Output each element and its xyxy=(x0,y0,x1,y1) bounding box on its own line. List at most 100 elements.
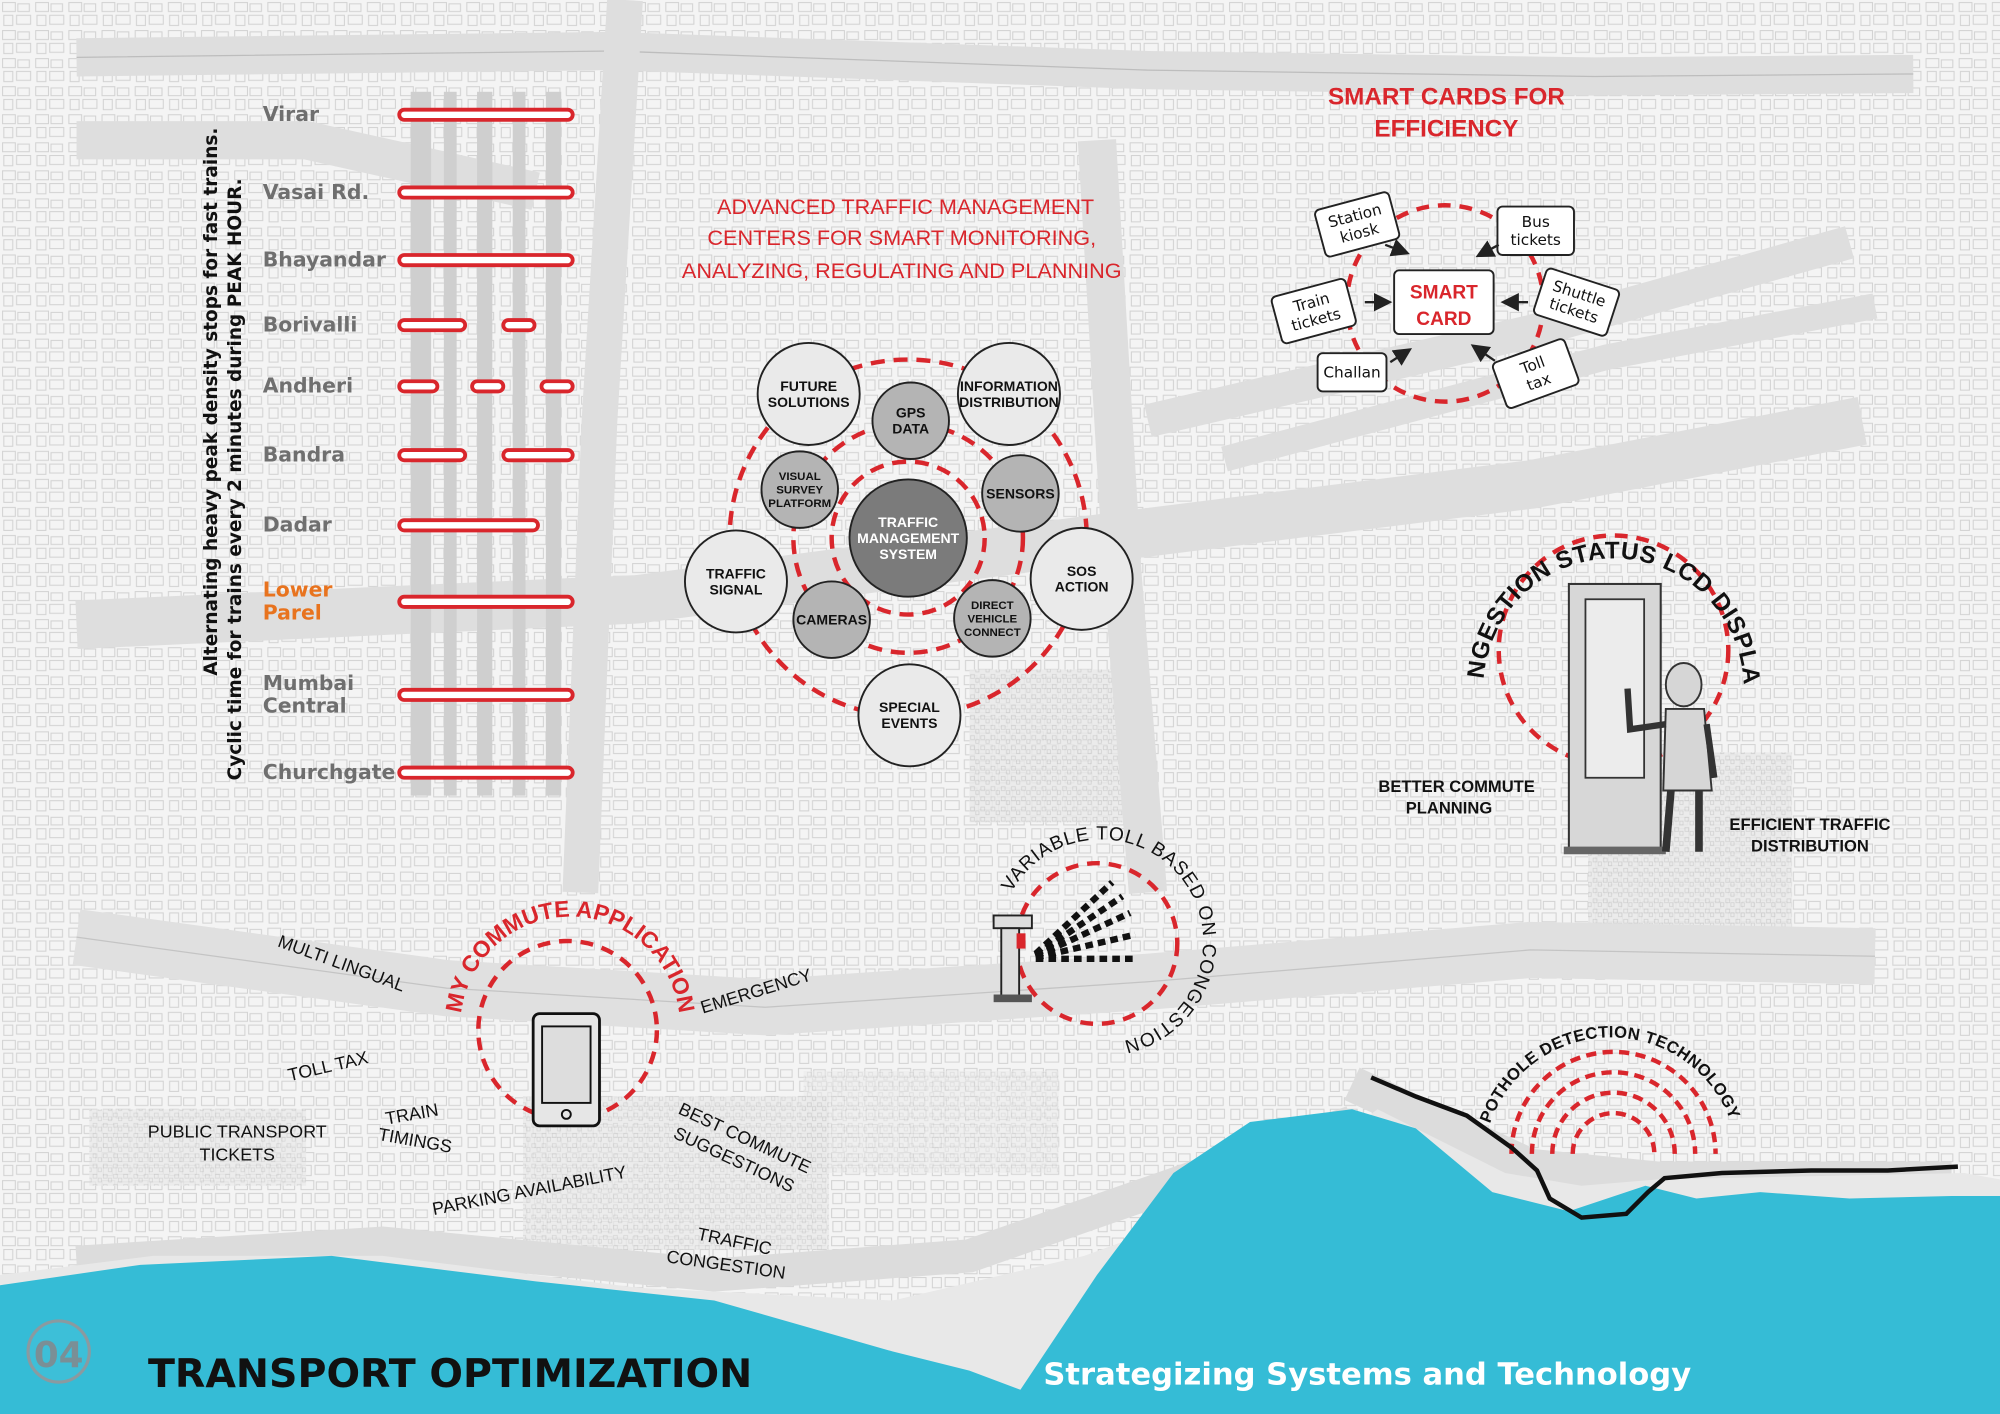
arrow-to-smart-card xyxy=(1470,344,1496,363)
atm-inner-node-visual-survey-platform-circle xyxy=(760,450,839,529)
smart-card-item-box xyxy=(1314,191,1401,258)
station-name-bhayandar: Bhayandar xyxy=(263,247,386,271)
page-number-badge xyxy=(26,1319,91,1384)
atm-inner-node-visual-survey-platform-label-3: PLATFORM xyxy=(768,498,831,510)
footer: 04 TRANSPORT OPTIMIZATION Strategizing S… xyxy=(26,1319,1691,1397)
stop-bar xyxy=(397,107,575,122)
stop-bar xyxy=(397,253,575,268)
station-row-borivalli: Borivalli xyxy=(263,313,537,337)
lcd-display-icon xyxy=(1563,582,1666,855)
station-name-vasai-rd: Vasai Rd. xyxy=(263,180,369,204)
atm-inner-node-sensors: SENSORS xyxy=(981,454,1060,533)
detection-waves xyxy=(1509,1049,1718,1154)
atm-outer-node-sos-action-label-2: ACTION xyxy=(1055,579,1109,595)
station-name-bandra: Bandra xyxy=(263,443,345,467)
person-icon xyxy=(1624,662,1718,853)
page-subtitle: Strategizing Systems and Technology xyxy=(1043,1358,1691,1393)
stop-bar xyxy=(397,448,468,463)
station-name-mumbai-central-line-1: Mumbai xyxy=(263,671,354,695)
smart-card-item-box xyxy=(1491,338,1580,409)
smart-card-item-label: Challan xyxy=(1323,363,1380,381)
station-row-churchgate: Churchgate xyxy=(263,760,575,784)
station-row-dadar: Dadar xyxy=(263,513,540,537)
smart-cards-title-line-2: EFFICIENCY xyxy=(1374,115,1518,142)
smart-card-center-line-2: CARD xyxy=(1416,309,1471,330)
station-row-vasai-rd: Vasai Rd. xyxy=(263,180,575,204)
station-name-churchgate: Churchgate xyxy=(263,760,396,784)
atm-inner-node-direct-vehicle-connect-label-3: CONNECT xyxy=(964,627,1021,639)
phone-icon xyxy=(531,1012,601,1128)
station-row-bandra: Bandra xyxy=(263,443,575,467)
atm-center-node-label-2: MANAGEMENT xyxy=(857,530,959,546)
atm-inner-node-cameras: CAMERAS xyxy=(792,580,871,659)
atm-outer-node-sos-action-circle xyxy=(1029,526,1134,631)
stop-bar xyxy=(470,379,506,394)
atm-center-node-circle xyxy=(848,478,968,598)
feature-public-transport-line-2: TICKETS xyxy=(200,1144,275,1164)
atm-inner-node-visual-survey-platform-label-2: SURVEY xyxy=(776,485,823,497)
better-commute-line-1: BETTER COMMUTE xyxy=(1378,777,1534,796)
atm-inner-node-gps-data-label-2: DATA xyxy=(892,421,929,437)
smart-card-item-label: Bus xyxy=(1522,213,1550,231)
vertical-note-line2: Cyclic time for trains every 2 minutes d… xyxy=(225,178,246,780)
smart-card-item-box xyxy=(1270,277,1357,345)
smart-card-item-box xyxy=(1496,205,1575,256)
arrow-to-smart-card xyxy=(1389,348,1413,366)
station-name-andheri: Andheri xyxy=(263,374,353,398)
atm-center-node-label-1: TRAFFIC xyxy=(878,514,938,530)
atm-inner-node-visual-survey-platform-label-1: VISUAL xyxy=(779,471,821,483)
station-name-dadar: Dadar xyxy=(263,513,332,537)
atm-section: ADVANCED TRAFFIC MANAGEMENT CENTERS FOR … xyxy=(682,194,1134,768)
atm-inner-node-cameras-circle xyxy=(792,580,871,659)
atm-inner-node-cameras-label-1: CAMERAS xyxy=(796,612,867,628)
stop-bar xyxy=(397,379,440,394)
atm-outer-node-future-solutions-circle xyxy=(756,342,861,446)
stop-bar xyxy=(539,379,575,394)
station-name-mumbai-central-line-2: Central xyxy=(263,694,347,718)
atm-title-line-3: ANALYZING, REGULATING AND PLANNING xyxy=(682,258,1122,283)
sea xyxy=(0,1109,2000,1414)
stop-bar xyxy=(397,318,468,333)
station-row-andheri: Andheri xyxy=(263,374,575,398)
atm-outer-node-special-events-circle xyxy=(857,663,962,768)
stop-bar xyxy=(501,318,537,333)
station-name-borivalli: Borivalli xyxy=(263,313,358,337)
efficient-traffic-line-1: EFFICIENT TRAFFIC xyxy=(1729,815,1890,834)
smart-card-item-challan: Challan xyxy=(1316,348,1413,393)
station-row-bhayandar: Bhayandar xyxy=(263,247,575,271)
stop-bar xyxy=(501,448,575,463)
atm-inner-node-direct-vehicle-connect-label-2: VEHICLE xyxy=(967,613,1017,625)
arrow-to-smart-card xyxy=(1384,239,1410,257)
rail-tracks xyxy=(410,91,562,796)
stop-bar xyxy=(397,594,575,609)
atm-outer-node-sos-action-label-1: SOS xyxy=(1067,563,1097,579)
feature-public-transport-line-1: PUBLIC TRANSPORT xyxy=(148,1121,327,1141)
stop-bar xyxy=(397,518,540,533)
efficient-traffic-line-2: DISTRIBUTION xyxy=(1751,837,1869,856)
arrow-to-smart-card xyxy=(1475,240,1500,258)
atm-outer-node-future-solutions-label-1: FUTURE xyxy=(780,378,837,394)
atm-inner-node-sensors-label-1: SENSORS xyxy=(986,485,1055,501)
stop-bar xyxy=(397,765,575,780)
smart-card-item-box xyxy=(1533,267,1621,337)
stop-bar xyxy=(397,687,575,702)
atm-outer-node-traffic-signal-label-1: TRAFFIC xyxy=(706,565,766,581)
atm-outer-node-future-solutions-label-2: SOLUTIONS xyxy=(768,394,850,410)
atm-title-line-2: CENTERS FOR SMART MONITORING, xyxy=(707,225,1096,250)
atm-inner-node-direct-vehicle-connect-label-1: DIRECT xyxy=(971,600,1014,612)
atm-inner-node-direct-vehicle-connect-circle xyxy=(953,579,1032,658)
stop-bar xyxy=(397,185,575,200)
atm-center-node-label-3: SYSTEM xyxy=(879,546,937,562)
